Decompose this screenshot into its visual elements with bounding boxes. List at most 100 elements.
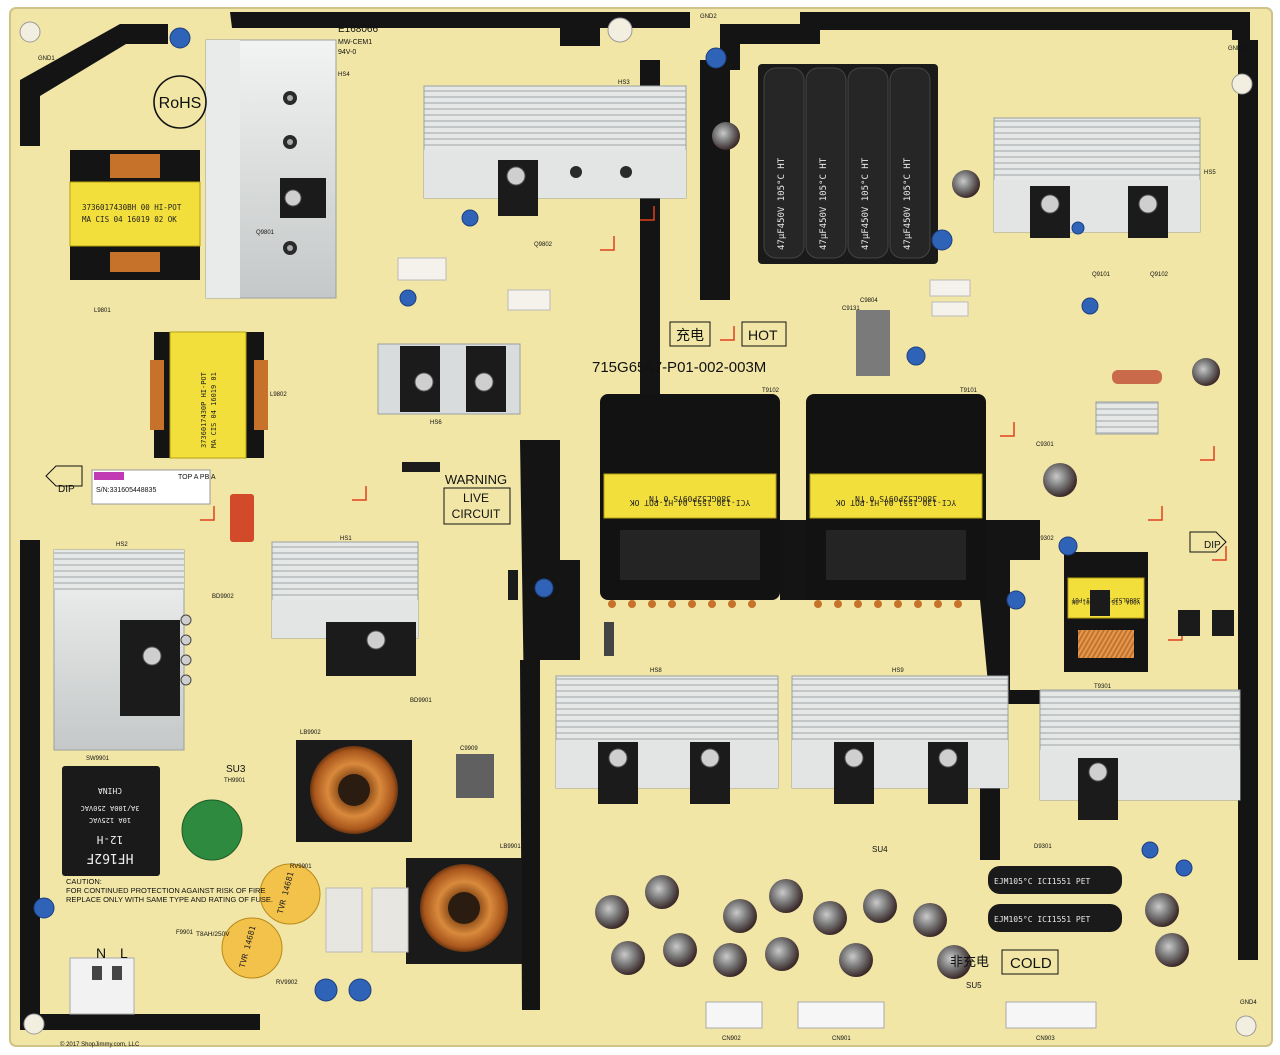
ref-designator-c9131: C9131	[842, 306, 860, 312]
ref-designator-hs3: HS3	[618, 80, 630, 86]
transformer-t9101: 380GL52P09YS 0 TN YCI-130 1551 04 HI-POT…	[806, 394, 986, 608]
warning-line2: CIRCUIT	[452, 507, 501, 521]
ref-designator-t9101: T9101	[960, 388, 978, 394]
copyright: © 2017 ShopJimmy.com, LLC	[60, 1041, 140, 1048]
ref-designator-hs5: HS5	[1204, 170, 1216, 176]
part-number: 715G6567-P01-002-003M	[592, 359, 766, 376]
heatsink-hs8	[555, 675, 779, 804]
ref-designator-th9901: TH9901	[224, 778, 246, 784]
caution-text: REPLACE ONLY WITH SAME TYPE AND RATING O…	[66, 895, 273, 904]
ref-designator-su5: SU5	[966, 981, 982, 990]
varistor-rv9901: TVR 14681	[259, 863, 321, 925]
ul-sub1: MW-CEM1	[338, 39, 372, 46]
ul-sub2: 94V-0	[338, 49, 356, 56]
ref-designator-lb9902: LB9902	[300, 730, 321, 736]
transformer-label-line2: YCI-130 1551 04 HI-POT OK	[836, 498, 957, 507]
ref-designator-c9909: C9909	[460, 746, 478, 752]
transformer-l9802: 3736017430P HI-POT MA CIS 04 16019 01	[150, 331, 268, 459]
charge-cn-label: 充电	[676, 327, 704, 343]
warning-title: WARNING	[445, 472, 507, 487]
ref-designator-gnd3: GND3	[1228, 46, 1245, 52]
bulk-capacitor-bank: 47μF450V 105°C HT 47μF450V 105°C HT 47μF…	[758, 64, 938, 264]
relay-rating: 10A 125VAC	[89, 816, 131, 824]
ref-designator-c9301: C9301	[1036, 442, 1054, 448]
capacitor-marking: EJM105°C ICI1551 PET	[994, 915, 1091, 924]
capacitor-marking: 47μF450V 105°C HT	[777, 157, 787, 250]
misc-components	[19, 17, 1257, 1037]
ref-designator-gnd2: GND2	[700, 14, 717, 20]
ref-designator-c9804: C9804	[860, 298, 878, 304]
silkscreen-text: RoHS E168066 MW-CEM1 94V-0 充电 HOT 715G65…	[38, 14, 1257, 1048]
warning-line1: LIVE	[463, 491, 489, 505]
transformer-label-line2: MA CIS 04 16019 02 OK	[82, 215, 177, 224]
heatsink-hs3	[423, 85, 687, 216]
ref-designator-l9802: L9802	[270, 392, 287, 398]
relay-model: 12-H	[97, 833, 124, 846]
ref-designator-cn901: CN901	[832, 1036, 851, 1042]
ref-designator-hs1: HS1	[340, 536, 352, 542]
transformer-label-line1: 380GL52P09YS 0 TN	[649, 494, 731, 503]
capacitor-marking: 47μF450V 105°C HT	[819, 157, 829, 250]
y-capacitors	[33, 27, 1193, 1002]
input-l-label: L	[120, 945, 128, 961]
ref-designator-q9102: Q9102	[1150, 272, 1169, 278]
thermistor-th9901	[181, 799, 243, 861]
ref-designator-hs6: HS6	[430, 420, 442, 426]
ref-designator-d9301: D9301	[1034, 844, 1052, 850]
ref-designator-cn903: CN903	[1036, 1036, 1055, 1042]
ref-designator-su3: SU3	[226, 764, 246, 775]
ref-designator-q9801: Q9801	[256, 230, 275, 236]
ref-designator-hs4: HS4	[338, 72, 350, 78]
transformer-t9102: 380GL52P09YS 0 TN YCI-130 1551 04 HI-POT…	[600, 394, 780, 608]
ref-designator-cn902: CN902	[722, 1036, 741, 1042]
ref-designator-rv9902: RV9902	[276, 980, 298, 986]
capacitor-marking: 47μF450V 105°C HT	[861, 157, 871, 250]
heatsink-hs5	[993, 117, 1201, 238]
heatsink-hs6	[377, 343, 521, 415]
transformer-label-line1: 3736017430BH 00 HI-POT	[82, 203, 182, 212]
ref-designator-hs7: HS7	[1240, 688, 1252, 694]
input-n-label: N	[96, 945, 106, 961]
no-charge-cn-label: 非充电	[950, 954, 989, 969]
ref-designator-f9901: F9901	[176, 930, 194, 936]
heatsink-hs4	[205, 39, 337, 299]
top-side-label: TOP A PB A	[178, 474, 216, 481]
relay-brand: HF162F	[86, 850, 133, 865]
ref-designator-t9301: T9301	[1094, 684, 1112, 690]
ref-designator-q9101: Q9101	[1092, 272, 1111, 278]
fuse-rating: T8AH/250V	[196, 931, 230, 938]
varistor-rv9902: TVR 14681	[221, 917, 283, 979]
caution-text: FOR CONTINUED PROTECTION AGAINST RISK OF…	[66, 886, 265, 895]
ref-designator-bd9902: BD9902	[212, 594, 234, 600]
dip-left: DIP	[58, 484, 75, 495]
ref-designator-rv9901: RV9901	[290, 864, 312, 870]
caution-label: CAUTION:	[66, 877, 102, 886]
ref-designator-lb9901: LB9901	[500, 844, 521, 850]
relay-rating: 3A/100A 250VAC	[80, 804, 139, 812]
dip-right: DIP	[1204, 540, 1221, 551]
relay-country: CHINA	[98, 786, 122, 795]
output-electrolytic-capacitors	[595, 122, 1220, 979]
heatsink-hs7	[1039, 689, 1241, 820]
ref-designator-hs9: HS9	[892, 668, 904, 674]
ref-designator-hs8: HS8	[650, 668, 662, 674]
ref-designator-sw9901: SW9901	[86, 756, 110, 762]
cold-label: COLD	[1010, 955, 1052, 972]
ref-designator-q9802: Q9802	[534, 242, 553, 248]
capacitor-marking: 47μF450V 105°C HT	[903, 157, 913, 250]
ref-designator-c9302: C9302	[1036, 536, 1054, 542]
ref-designator-hs2: HS2	[116, 542, 128, 548]
output-capacitors-axial: EJM105°C ICI1551 PET EJM105°C ICI1551 PE…	[988, 866, 1122, 932]
ref-designator-t9102: T9102	[762, 388, 780, 394]
ref-designator-gnd4: GND4	[1240, 1000, 1257, 1006]
ref-designator-gnd1: GND1	[38, 56, 55, 62]
heatsink-small	[1095, 401, 1159, 435]
rohs-logo: RoHS	[159, 95, 202, 112]
heatsink-hs2	[53, 549, 192, 751]
transformer-l9801: 3736017430BH 00 HI-POT MA CIS 04 16019 0…	[69, 150, 201, 280]
ul-mark: E168066	[338, 24, 378, 35]
relay-hf162f: HF162F 12-H 10A 125VAC 3A/100A 250VAC CH…	[62, 766, 160, 876]
transformer-label-line2: MA CIS 04 16019 01	[210, 372, 218, 448]
choke-lb9902	[296, 740, 412, 842]
